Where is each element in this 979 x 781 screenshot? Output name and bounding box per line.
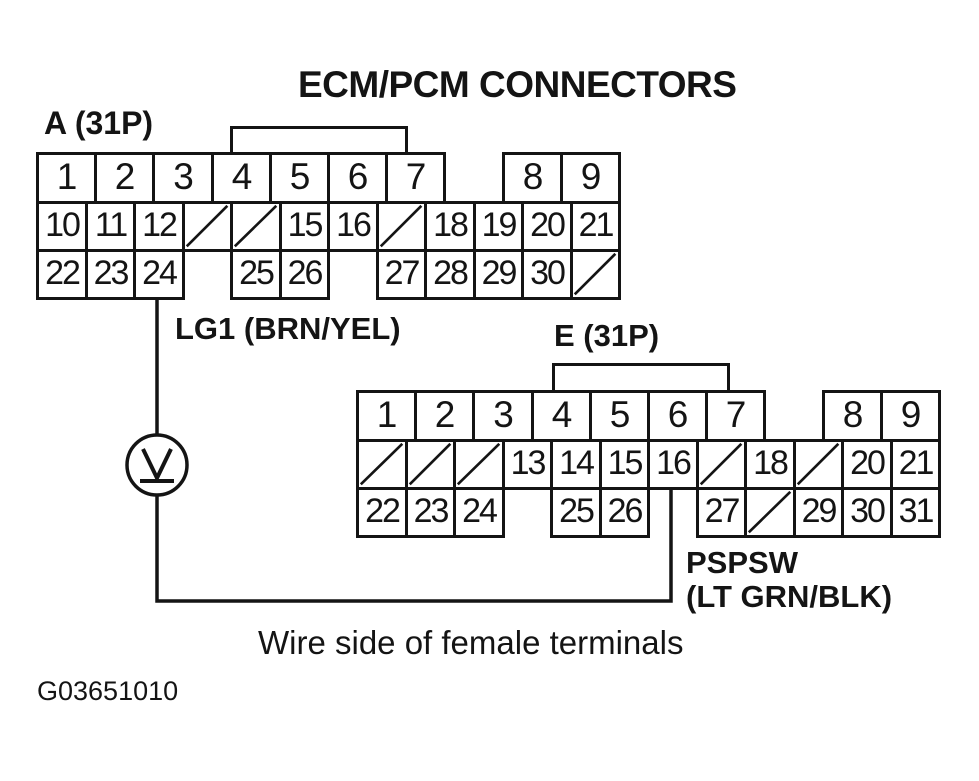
pin-A-16: 16 — [327, 201, 379, 252]
pin-A-12: 12 — [133, 201, 185, 252]
pin-E-30: 30 — [841, 487, 893, 538]
connector-e-label: E (31P) — [554, 318, 660, 353]
pin-A-21: 21 — [570, 201, 621, 252]
pin-E-6: 6 — [647, 390, 708, 442]
pin-E-15: 15 — [599, 439, 650, 490]
pin-A-23: 23 — [85, 249, 136, 300]
pin-A-22: 22 — [36, 249, 88, 300]
pin-E-8: 8 — [822, 390, 883, 442]
pin-E-24: 24 — [453, 487, 505, 538]
pin-E-4: 4 — [531, 390, 592, 442]
pin-A-15: 15 — [279, 201, 330, 252]
pin-A-19: 19 — [473, 201, 524, 252]
empty-slash-cell-A — [230, 201, 282, 252]
figure-id: G03651010 — [37, 676, 179, 706]
empty-slash-cell-E — [453, 439, 505, 490]
pin-E-25: 25 — [550, 487, 602, 538]
pin-E-31: 31 — [890, 487, 941, 538]
pin-E-21: 21 — [890, 439, 941, 490]
pin-A-9: 9 — [560, 152, 621, 204]
connector-a-label: A (31P) — [44, 105, 154, 141]
pin-A-25: 25 — [230, 249, 282, 300]
wire-pspsw-label: PSPSW (LT GRN/BLK) — [686, 546, 892, 614]
empty-slash-cell-E — [696, 439, 747, 490]
pin-E-16: 16 — [647, 439, 699, 490]
pin-A-24: 24 — [133, 249, 185, 300]
wire-pspsw-label-line1: PSPSW — [686, 545, 798, 580]
pin-A-6: 6 — [327, 152, 388, 204]
pin-A-4: 4 — [211, 152, 272, 204]
empty-slash-cell-E — [744, 487, 796, 538]
empty-slash-cell-E — [405, 439, 456, 490]
pin-E-22: 22 — [356, 487, 408, 538]
diagonal-slash-icon — [573, 252, 617, 296]
pin-A-11: 11 — [85, 201, 136, 252]
diagonal-slash-icon — [379, 204, 423, 248]
diagonal-slash-icon — [796, 442, 840, 486]
empty-slash-cell-A — [182, 201, 233, 252]
connector-a-key-tab — [230, 126, 408, 155]
wire-pspsw-label-line2: (LT GRN/BLK) — [686, 579, 893, 614]
empty-slash-cell-E — [356, 439, 408, 490]
pin-E-26: 26 — [599, 487, 650, 538]
diagonal-slash-icon — [359, 442, 404, 486]
pin-A-29: 29 — [473, 249, 524, 300]
pin-A-8: 8 — [502, 152, 563, 204]
pin-A-26: 26 — [279, 249, 330, 300]
diagonal-slash-icon — [233, 204, 278, 248]
pin-A-7: 7 — [385, 152, 446, 204]
pin-A-3: 3 — [152, 152, 214, 204]
pin-E-23: 23 — [405, 487, 456, 538]
connector-e-key-tab — [552, 363, 730, 393]
diagonal-slash-icon — [185, 204, 229, 248]
empty-slash-cell-E — [793, 439, 844, 490]
diagonal-slash-icon — [408, 442, 452, 486]
pin-A-1: 1 — [36, 152, 97, 204]
wire-lg1-label: LG1 (BRN/YEL) — [175, 311, 401, 346]
voltmeter-v-glyph — [141, 448, 173, 483]
pin-E-9: 9 — [880, 390, 941, 442]
pin-E-7: 7 — [705, 390, 766, 442]
pin-A-28: 28 — [424, 249, 476, 300]
diagonal-slash-icon — [456, 442, 501, 486]
pin-A-2: 2 — [94, 152, 155, 204]
diagonal-slash-icon — [747, 490, 792, 534]
pin-E-20: 20 — [841, 439, 893, 490]
pin-E-13: 13 — [502, 439, 553, 490]
pin-A-10: 10 — [36, 201, 88, 252]
wire-side-note: Wire side of female terminals — [258, 624, 684, 661]
pin-A-30: 30 — [521, 249, 573, 300]
pin-A-20: 20 — [521, 201, 573, 252]
voltmeter-circle — [125, 433, 189, 497]
pin-E-27: 27 — [696, 487, 747, 538]
pin-A-27: 27 — [376, 249, 427, 300]
diagram-title: ECM/PCM CONNECTORS — [298, 64, 737, 105]
wire-pspsw — [155, 484, 673, 603]
pin-E-2: 2 — [414, 390, 475, 442]
diagonal-slash-icon — [699, 442, 743, 486]
pin-A-5: 5 — [269, 152, 330, 204]
pin-E-14: 14 — [550, 439, 602, 490]
pin-A-18: 18 — [424, 201, 476, 252]
pin-E-1: 1 — [356, 390, 417, 442]
empty-slash-cell-A — [570, 249, 621, 300]
pin-E-29: 29 — [793, 487, 844, 538]
pin-E-18: 18 — [744, 439, 796, 490]
pin-E-3: 3 — [472, 390, 534, 442]
pin-E-5: 5 — [589, 390, 650, 442]
voltmeter-symbol — [125, 433, 189, 497]
empty-slash-cell-A — [376, 201, 427, 252]
